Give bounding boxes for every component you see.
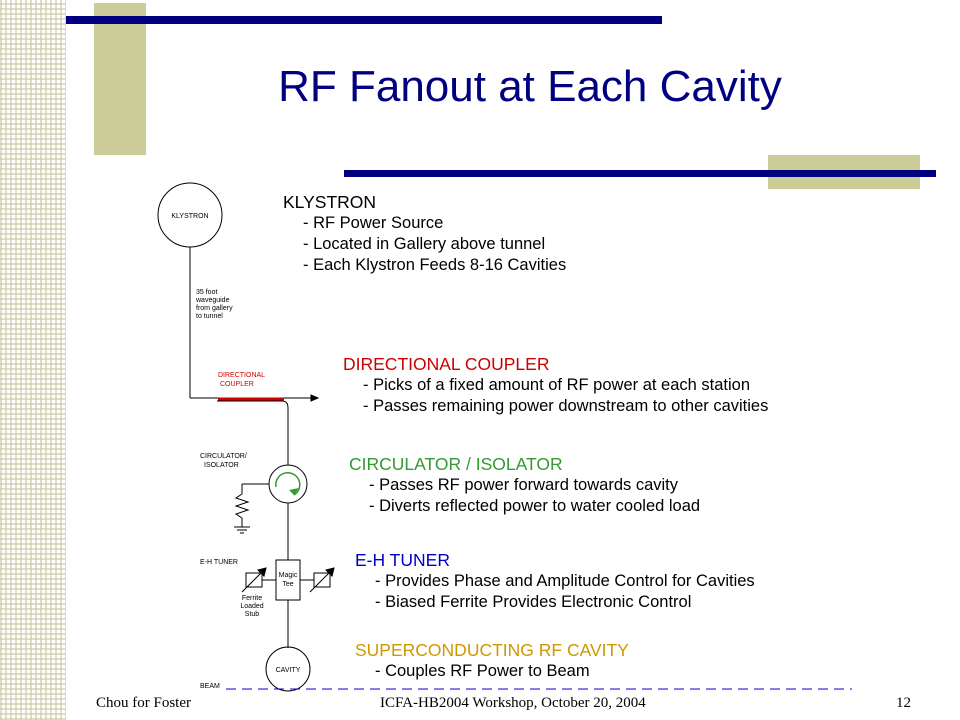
section-eh-tuner: E-H TUNER - Provides Phase and Amplitude…	[355, 550, 755, 613]
section-heading-eh-tuner: E-H TUNER	[355, 550, 450, 570]
circulator-label-line-2: ISOLATOR	[204, 462, 239, 469]
coupler-label-line-2: COUPLER	[220, 381, 254, 388]
magic-tee-label-line-2: Tee	[282, 581, 293, 588]
circulator-label-line-1: CIRCULATOR/	[200, 453, 247, 460]
section-bullet: - Each Klystron Feeds 8-16 Cavities	[303, 256, 567, 274]
section-cavity: SUPERCONDUCTING RF CAVITY - Couples RF P…	[355, 640, 629, 682]
ferrite-stub-right	[313, 572, 331, 588]
ferrite-stub-label-line-3: Stub	[245, 611, 260, 618]
stub-left-arrowhead	[257, 567, 267, 577]
circulator-arrowhead	[289, 488, 299, 495]
section-heading-klystron: KLYSTRON	[283, 192, 377, 212]
stub-right-arrowhead	[325, 567, 335, 577]
magic-tee-label-line-1: Magic	[279, 572, 298, 579]
page-number: 12	[896, 695, 911, 711]
section-heading-cavity: SUPERCONDUCTING RF CAVITY	[355, 640, 629, 660]
load-resistor	[234, 493, 250, 519]
waveguide-note-line-4: to tunnel	[196, 313, 223, 320]
eh-tuner-diagram-label: E-H TUNER	[200, 559, 238, 566]
section-klystron: KLYSTRON - RF Power Source - Located in …	[283, 192, 566, 276]
section-bullet: - Couples RF Power to Beam	[375, 662, 590, 680]
section-bullet: - Passes RF power forward towards cavity	[369, 476, 679, 494]
section-bullet: - Passes remaining power downstream to o…	[363, 397, 769, 415]
accent-block-top	[94, 3, 146, 155]
circulator-symbol	[268, 464, 308, 504]
section-heading-directional-coupler: DIRECTIONAL COUPLER	[343, 354, 550, 374]
accent-bar-top	[66, 16, 662, 24]
beam-label: BEAM	[200, 683, 220, 690]
section-heading-circulator: CIRCULATOR / ISOLATOR	[349, 454, 563, 474]
ferrite-stub-label-line-2: Loaded	[240, 603, 263, 610]
waveguide-note-line-2: waveguide	[195, 297, 230, 304]
klystron-symbol-label: KLYSTRON	[171, 213, 208, 220]
slide-title: RF Fanout at Each Cavity	[278, 62, 782, 111]
footer-author: Chou for Foster	[96, 695, 191, 711]
section-bullet: - Provides Phase and Amplitude Control f…	[375, 572, 755, 590]
cavity-symbol-label: CAVITY	[276, 667, 301, 674]
ferrite-stub-left	[245, 572, 263, 588]
ferrite-stub-label-line-1: Ferrite	[242, 595, 262, 602]
waveguide-note-line-1: 35 foot	[196, 289, 217, 296]
cavity-symbol	[265, 646, 311, 692]
section-bullet: - Located in Gallery above tunnel	[303, 235, 546, 253]
waveguide-note-line-3: from gallery	[196, 305, 233, 312]
coupler-arrow	[310, 394, 320, 402]
coupler-drop-line	[217, 400, 289, 465]
footer-event: ICFA-HB2004 Workshop, October 20, 2004	[380, 695, 646, 711]
section-bullet: - RF Power Source	[303, 214, 444, 232]
section-bullet: - Diverts reflected power to water coole…	[369, 497, 701, 515]
circulator-arrow	[275, 472, 301, 496]
section-circulator: CIRCULATOR / ISOLATOR - Passes RF power …	[349, 454, 700, 517]
section-directional-coupler: DIRECTIONAL COUPLER - Picks of a fixed a…	[343, 354, 768, 417]
coupler-label-line-1: DIRECTIONAL	[218, 372, 265, 379]
left-stripe-decoration	[0, 0, 66, 720]
section-bullet: - Biased Ferrite Provides Electronic Con…	[375, 593, 692, 611]
section-bullet: - Picks of a fixed amount of RF power at…	[363, 376, 751, 394]
magic-tee-box	[275, 559, 301, 601]
accent-bar-right	[344, 170, 936, 177]
